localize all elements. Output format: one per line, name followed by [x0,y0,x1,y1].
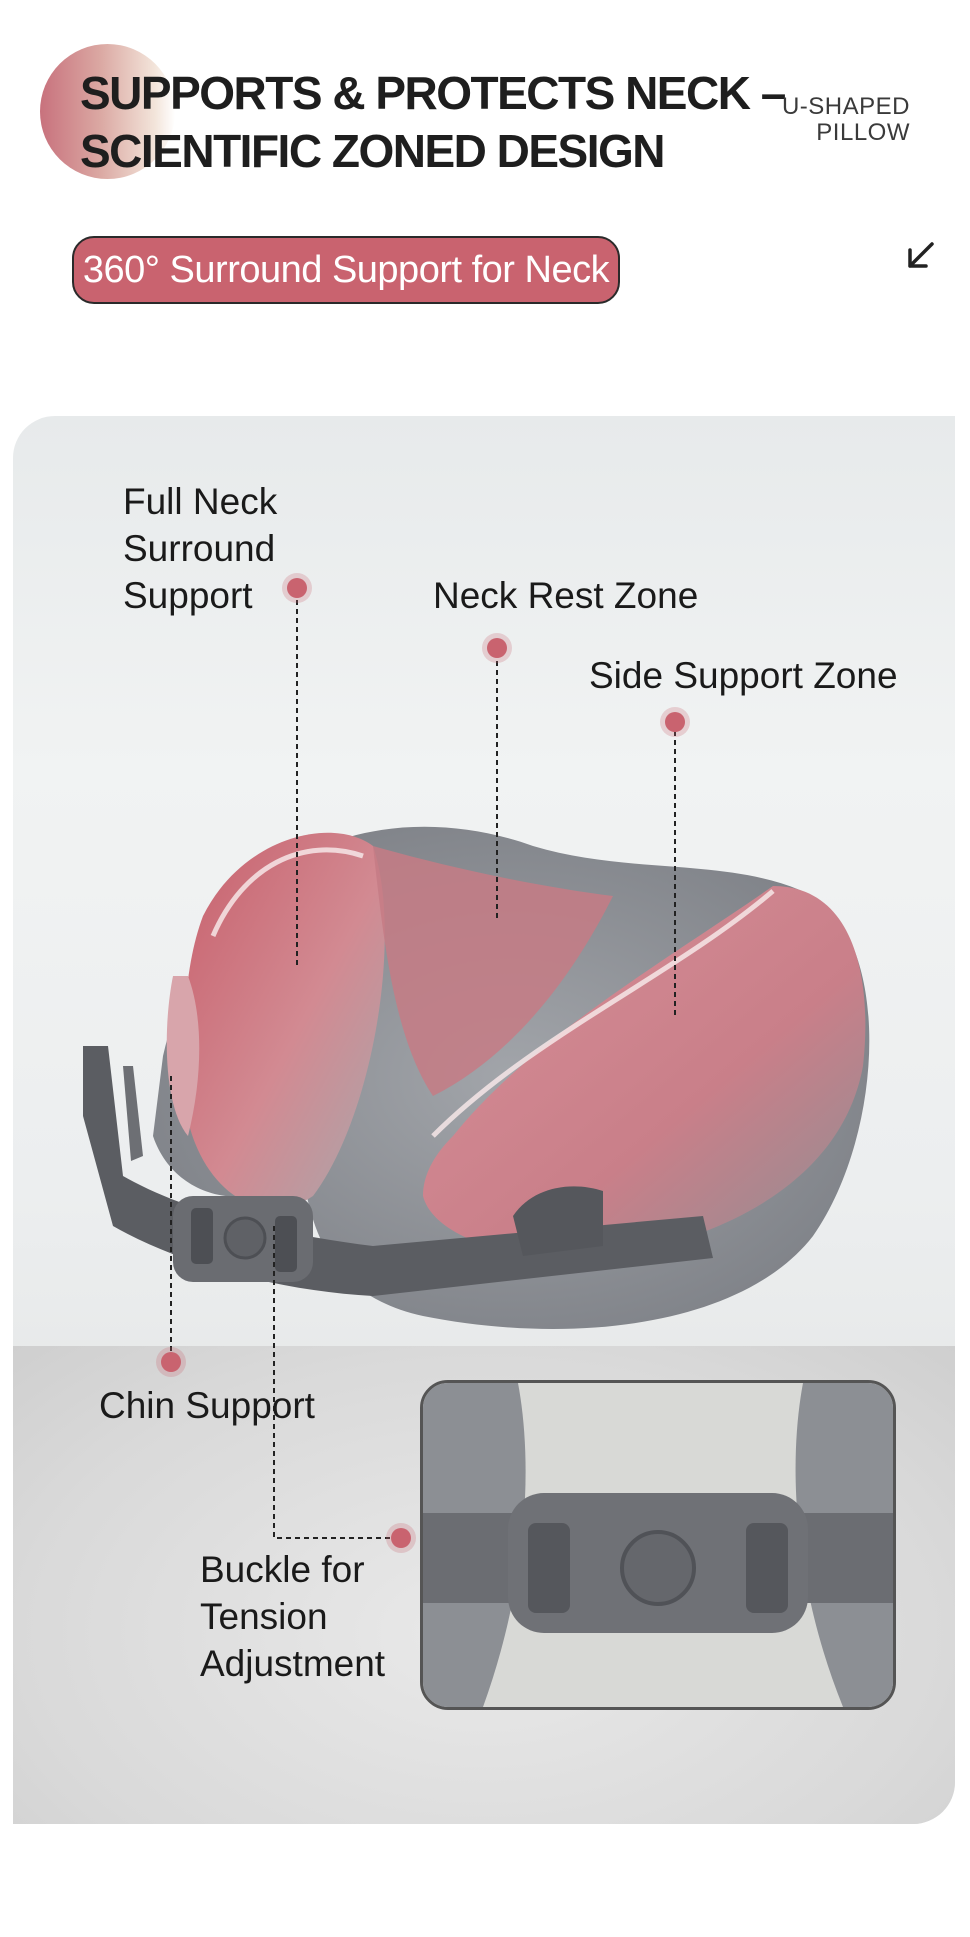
page-title: SUPPORTS & PROTECTS NECK – SCIENTIFIC ZO… [80,64,786,180]
callout-lines [170,600,676,1539]
product-scene: Full Neck Surround Support Neck Rest Zon… [13,416,955,1824]
label-chin-support: Chin Support [99,1385,315,1426]
title-line-2: SCIENTIFIC ZONED DESIGN [80,125,665,177]
arrow-down-left-icon [908,242,934,268]
tag-line-2: PILLOW [816,119,910,146]
feature-badge: 360° Surround Support for Neck [72,236,620,304]
tag-line-1: U-SHAPED [781,93,910,120]
buckle-closeup-image [423,1383,893,1707]
neck-pillow-image [83,826,870,1330]
label-neck-rest-zone: Neck Rest Zone [433,575,699,616]
label-buckle: Buckle for Tension Adjustment [200,1546,385,1687]
label-line: Buckle for [200,1549,365,1590]
label-line: Adjustment [200,1643,386,1684]
label-side-support-zone: Side Support Zone [589,655,898,696]
label-line: Support [123,575,253,616]
decorative-circle [40,44,175,179]
buckle-closeup-inset [420,1380,896,1710]
label-line: Tension [200,1596,328,1637]
side-support-marker [665,712,685,732]
full-neck-marker [287,578,307,598]
title-line-1: SUPPORTS & PROTECTS NECK – [80,67,786,119]
product-tag: U-SHAPED PILLOW [782,94,910,146]
label-line: Full Neck [123,481,278,522]
neck-rest-marker [487,638,507,658]
label-line: Surround [123,528,276,569]
chin-support-marker [161,1352,181,1372]
buckle-marker [391,1528,411,1548]
label-full-neck-support: Full Neck Surround Support [123,478,277,619]
